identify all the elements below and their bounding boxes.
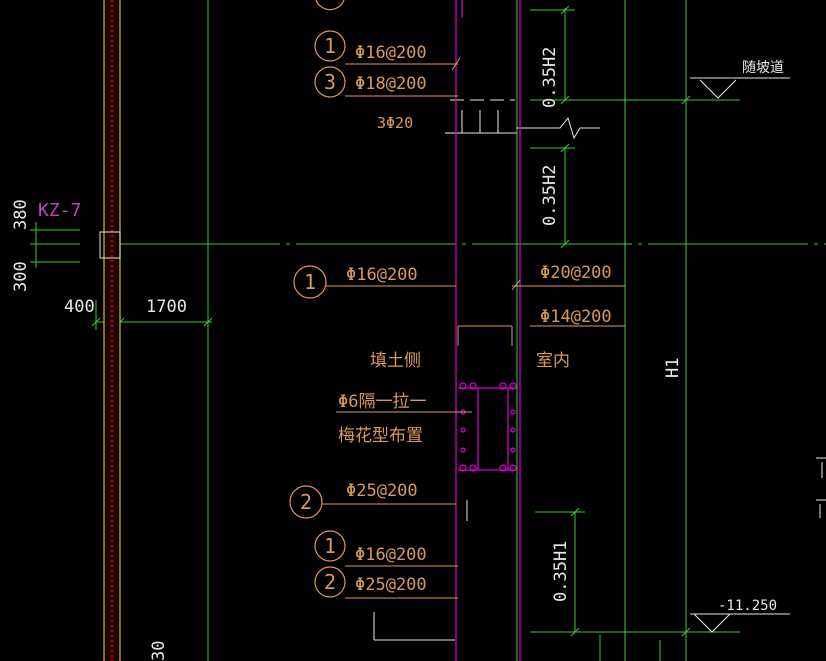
right-edge-fragments	[816, 457, 826, 518]
dim-upper-035h2-label: 0.35H2	[540, 47, 560, 108]
callout-bot-2b-number: 2	[324, 570, 336, 594]
rebar-mid-1-label: Φ16@200	[346, 265, 418, 285]
note-tie-line1: Φ6隔一拉一	[338, 392, 426, 412]
callout-top-1-number: 1	[324, 34, 336, 58]
elevation-label: -11.250	[718, 598, 777, 614]
rebar-right-phi20-label: Φ20@200	[540, 263, 612, 283]
dim-380-label: 380	[11, 199, 31, 230]
callout-circle-top-1	[314, 30, 346, 62]
white-lines	[373, 77, 790, 641]
callout-circle-top-partial	[315, 0, 345, 11]
rebar-3phi20-label: 3Φ20	[377, 114, 413, 132]
dim-h1-label: H1	[663, 358, 683, 378]
callout-circle-top-3	[314, 66, 346, 98]
dim-400-label: 400	[64, 297, 95, 317]
dim-1700-label: 1700	[146, 297, 187, 317]
orange-leaders	[322, 57, 625, 599]
column-kz7-label: KZ-7	[38, 200, 81, 221]
dim-lower-035h1-label: 0.35H1	[551, 541, 571, 602]
dim-middle-035h2-label: 0.35H2	[540, 165, 560, 226]
rebar-top-1-label: Φ16@200	[355, 43, 427, 63]
magenta-wall	[455, 0, 521, 661]
callout-top-3-number: 3	[324, 70, 336, 94]
callout-circle-bot-2	[289, 485, 323, 519]
rebar-top-3-label: Φ18@200	[355, 74, 427, 94]
callout-mid-1-number: 1	[304, 270, 316, 294]
rebar-right-phi14-label: Φ14@200	[540, 307, 612, 327]
callout-bot-1-number: 1	[324, 534, 336, 558]
green-lines	[30, 0, 826, 661]
note-tie-line2: 梅花型布置	[338, 426, 423, 446]
rebar-bot-2b-label: Φ25@200	[355, 575, 427, 595]
note-fill-side: 填土侧	[370, 351, 421, 371]
callout-bot-2-number: 2	[300, 490, 312, 514]
callout-circle-bot-1	[314, 530, 346, 562]
callout-circle-bot-2b	[314, 566, 346, 598]
left-column-strip	[99, 0, 121, 661]
callout-circle-mid-1	[293, 265, 327, 299]
note-indoor: 室内	[536, 351, 570, 371]
rebar-bot-2-label: Φ25@200	[346, 481, 418, 501]
dim-300-label: 300	[11, 261, 31, 292]
rebar-bot-1-label: Φ16@200	[355, 545, 427, 565]
dim-bottom-left-partial-label: 30	[149, 641, 169, 661]
note-ramp: 随坡道	[742, 60, 784, 76]
